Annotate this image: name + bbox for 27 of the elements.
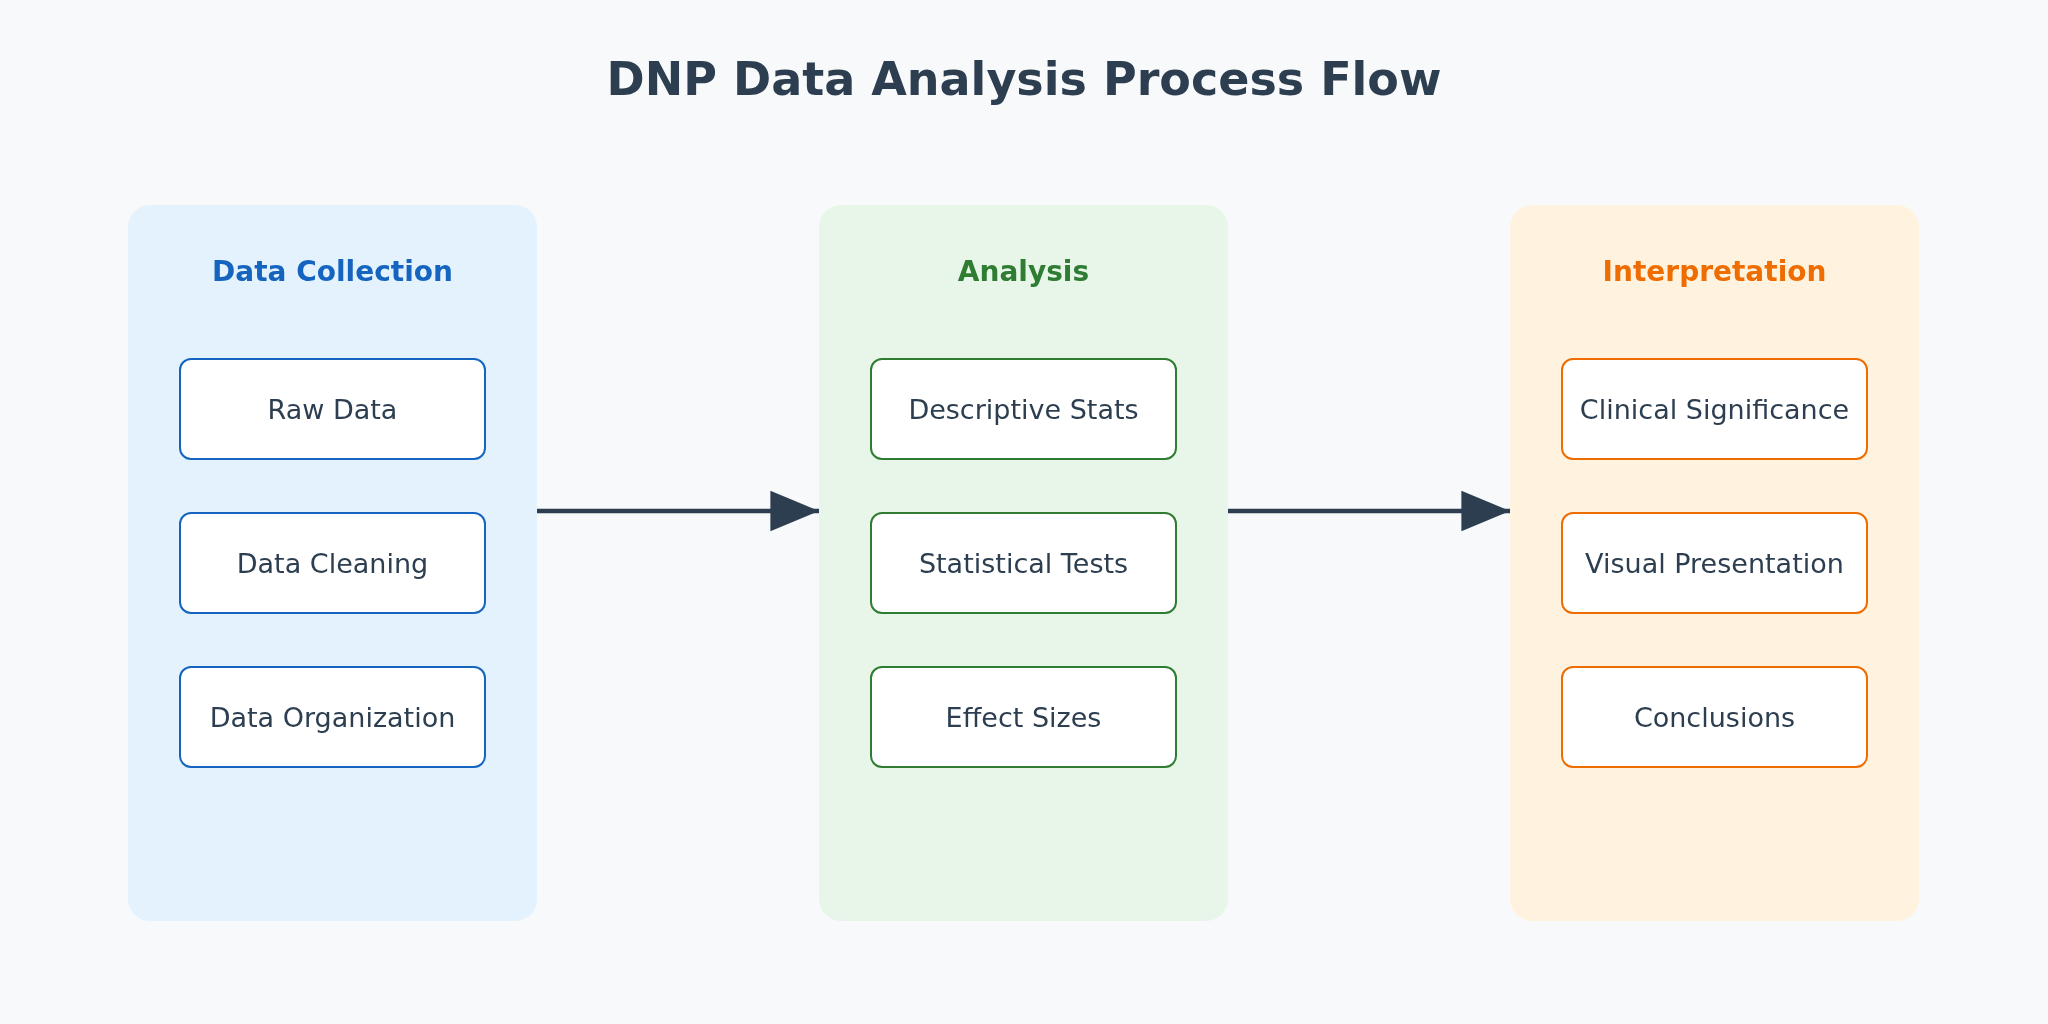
step-label: Data Organization [209,701,456,733]
step-label: Statistical Tests [918,547,1129,579]
panel-heading: Data Collection [212,255,453,288]
step-box [179,512,486,614]
step-label: Effect Sizes [945,701,1102,733]
diagram-title: DNP Data Analysis Process Flow [606,52,1442,106]
step-box [870,358,1177,460]
stage-panel [128,205,537,921]
panel-heading: Analysis [957,255,1090,288]
step-box [870,512,1177,614]
panel-heading: Interpretation [1602,255,1827,288]
step-box [1561,512,1868,614]
arrow [1228,490,1510,532]
stage-panel [819,205,1228,921]
step-label: Clinical Significance [1579,393,1850,425]
stage-panel [1510,205,1919,921]
step-label: Data Cleaning [236,547,429,579]
step-label: Visual Presentation [1585,547,1844,579]
step-label: Conclusions [1633,701,1796,733]
step-box [179,666,486,768]
step-box [870,666,1177,768]
step-label: Raw Data [267,393,398,425]
step-box [179,358,486,460]
arrow [537,490,819,532]
step-box [1561,358,1868,460]
step-label: Descriptive Stats [908,393,1139,425]
step-box [1561,666,1868,768]
